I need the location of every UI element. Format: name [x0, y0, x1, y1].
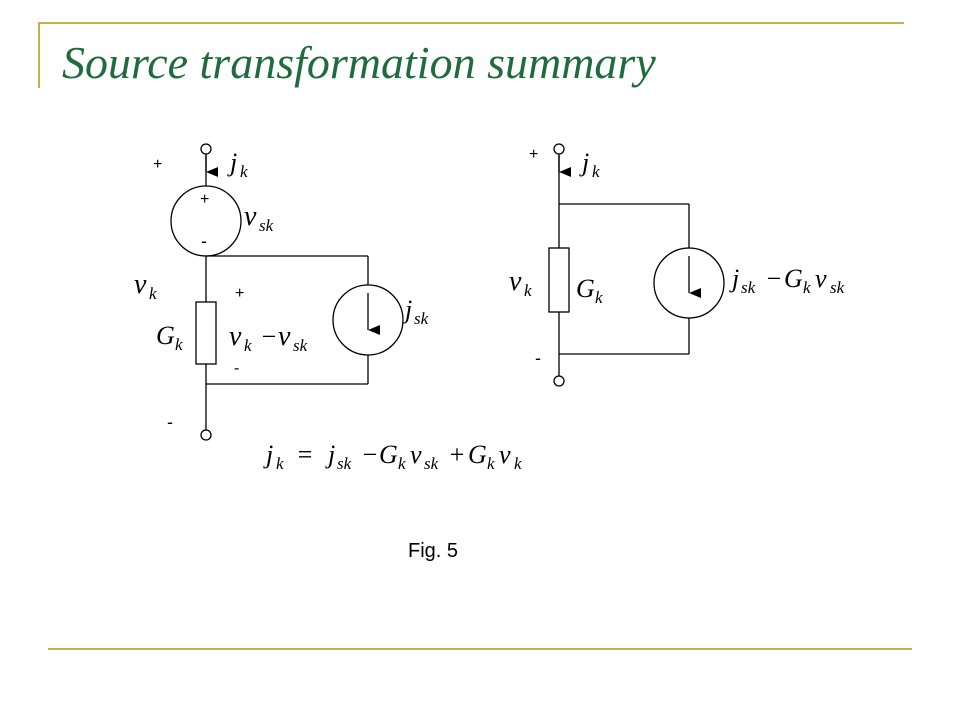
right-terminal-plus: + [529, 146, 538, 163]
svg-text:k: k [276, 454, 284, 473]
left-conductance-label: G k [156, 321, 183, 354]
svg-text:v: v [244, 201, 257, 232]
svg-text:sk: sk [293, 336, 308, 355]
svg-text:sk: sk [414, 309, 429, 328]
left-source-minus: - [201, 231, 207, 251]
svg-text:k: k [514, 454, 522, 473]
svg-text:sk: sk [424, 454, 439, 473]
svg-text:k: k [398, 454, 406, 473]
svg-text:−: − [361, 440, 379, 469]
left-terminal-minus: - [167, 412, 173, 432]
svg-text:v: v [509, 266, 522, 297]
svg-text:sk: sk [830, 278, 845, 297]
svg-text:k: k [592, 162, 600, 181]
svg-text:k: k [595, 288, 603, 307]
left-current-source-label: j sk [402, 295, 429, 328]
right-top-terminal[interactable] [553, 143, 565, 155]
svg-text:j: j [325, 440, 335, 469]
left-resistor-plus: + [235, 285, 244, 302]
svg-text:k: k [803, 278, 811, 297]
svg-text:G: G [576, 274, 595, 303]
left-top-terminal[interactable] [200, 143, 212, 155]
svg-text:+: + [448, 440, 466, 469]
svg-text:v: v [278, 321, 291, 352]
right-conductance-label: G k [576, 274, 603, 307]
svg-text:v: v [815, 264, 827, 293]
left-voltage-source-label: v sk [244, 201, 274, 235]
svg-text:sk: sk [337, 454, 352, 473]
svg-text:−: − [765, 264, 783, 293]
svg-text:v: v [499, 440, 511, 469]
svg-text:G: G [379, 440, 398, 469]
svg-text:v: v [410, 440, 422, 469]
right-circuit: + - j k v k G k j sk − G k v sk [509, 143, 845, 387]
svg-text:k: k [524, 281, 532, 300]
left-branch-voltage-label: v k [134, 269, 157, 303]
svg-text:k: k [244, 336, 252, 355]
svg-text:=: = [296, 440, 314, 469]
svg-text:G: G [156, 321, 175, 350]
svg-text:−: − [260, 322, 278, 351]
left-terminal-plus: + [153, 156, 162, 173]
kcl-equation: j k = j sk − G k v sk + G k v k [263, 440, 522, 473]
svg-text:j: j [263, 440, 273, 469]
svg-text:j: j [729, 264, 739, 293]
figure-caption: Fig. 5 [408, 540, 459, 562]
right-bottom-terminal[interactable] [553, 375, 565, 387]
right-resistor [548, 247, 570, 313]
svg-text:k: k [175, 335, 183, 354]
svg-text:j: j [402, 295, 412, 324]
right-current-label: j k [579, 148, 600, 181]
svg-text:k: k [487, 454, 495, 473]
right-source-expression: j sk − G k v sk [729, 264, 845, 297]
left-bottom-terminal[interactable] [200, 429, 212, 441]
left-circuit: + + - + - - j k v sk v k G k v k − v sk [134, 143, 429, 441]
svg-text:k: k [149, 284, 157, 303]
svg-text:sk: sk [741, 278, 756, 297]
right-terminal-minus: - [535, 348, 541, 368]
left-resistor-voltage-label: v k − v sk [229, 321, 308, 355]
slide-title: Source transformation summary [62, 37, 656, 88]
svg-text:G: G [468, 440, 487, 469]
svg-text:G: G [784, 264, 803, 293]
svg-text:j: j [227, 148, 237, 177]
left-resistor-minus: - [234, 360, 239, 377]
bottom-rule [48, 648, 912, 650]
left-resistor [195, 301, 217, 365]
left-current-label: j k [227, 148, 248, 181]
top-rule [38, 22, 904, 24]
svg-text:v: v [229, 321, 242, 352]
svg-text:j: j [579, 148, 589, 177]
left-source-plus: + [200, 191, 209, 208]
svg-text:k: k [240, 162, 248, 181]
svg-text:sk: sk [259, 216, 274, 235]
svg-text:v: v [134, 269, 147, 300]
left-rule [38, 22, 40, 88]
right-branch-voltage-label: v k [509, 266, 532, 300]
